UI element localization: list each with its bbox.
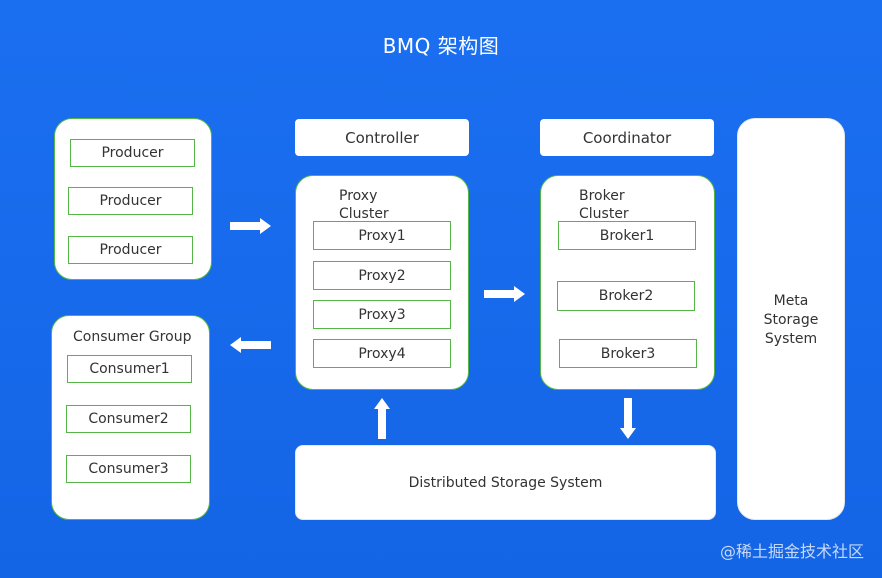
consumer-box: Consumer3 xyxy=(66,455,191,483)
broker-box: Broker2 xyxy=(557,281,695,311)
producer-box: Producer xyxy=(68,236,193,264)
consumer-box: Consumer2 xyxy=(66,405,191,433)
consumer-group-label: Consumer Group xyxy=(73,329,192,345)
distributed-storage-label: Distributed Storage System xyxy=(408,474,603,491)
proxy-cluster-label-2: Cluster xyxy=(339,206,389,222)
proxy-box: Proxy3 xyxy=(313,300,451,329)
distributed-storage-system xyxy=(295,445,716,520)
arrow-right-icon xyxy=(230,218,271,234)
producer-box: Producer xyxy=(68,187,193,215)
broker-box: Broker3 xyxy=(559,339,697,368)
meta-storage-line2: Storage xyxy=(763,311,819,328)
broker-cluster-label-2: Cluster xyxy=(579,206,629,222)
arrow-left-icon xyxy=(230,337,271,353)
producer-box: Producer xyxy=(70,139,195,167)
diagram-title: BMQ 架构图 xyxy=(382,34,500,58)
proxy-box: Proxy2 xyxy=(313,261,451,290)
meta-storage-system xyxy=(737,118,845,520)
broker-box: Broker1 xyxy=(558,221,696,250)
meta-storage-label: Meta Storage System xyxy=(737,290,845,350)
meta-storage-line3: System xyxy=(764,330,818,347)
coordinator-box: Coordinator xyxy=(540,119,714,156)
watermark: @稀土掘金技术社区 xyxy=(719,542,864,561)
arrow-down-icon xyxy=(620,398,636,439)
controller-box: Controller xyxy=(295,119,469,156)
broker-cluster-label-1: Broker xyxy=(579,188,625,204)
consumer-box: Consumer1 xyxy=(67,355,192,383)
proxy-box: Proxy1 xyxy=(313,221,451,250)
proxy-cluster-label-1: Proxy xyxy=(339,188,378,204)
meta-storage-line1: Meta xyxy=(773,292,809,309)
proxy-box: Proxy4 xyxy=(313,339,451,368)
arrow-up-icon xyxy=(374,398,390,439)
arrow-right-icon xyxy=(484,286,525,302)
